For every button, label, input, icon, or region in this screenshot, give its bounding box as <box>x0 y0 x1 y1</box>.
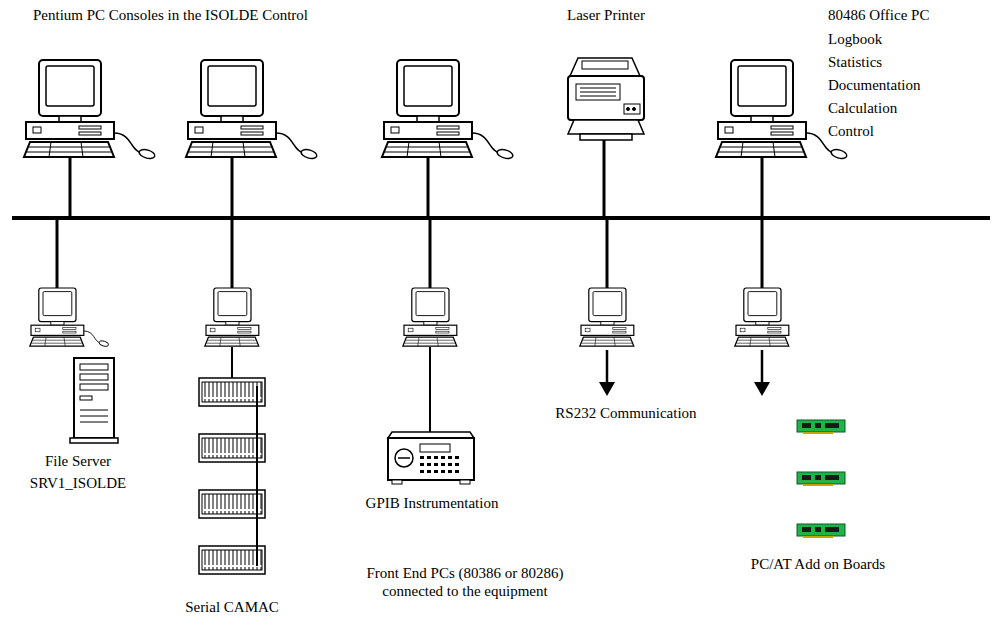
console-pc <box>24 60 514 160</box>
text-label: SRV1_ISOLDE <box>30 474 126 492</box>
text-label: Statistics <box>828 53 882 71</box>
text-label: Documentation <box>828 76 920 94</box>
text-label: Calculation <box>828 99 897 117</box>
camac-crates <box>199 347 265 574</box>
file-server <box>30 288 118 443</box>
office-pc <box>716 60 848 160</box>
text-label: Front End PCs (80386 or 80286) connected… <box>340 564 590 600</box>
text-label: PC/AT Add on Boards <box>751 555 885 573</box>
network-bus <box>12 216 990 220</box>
text-label: Serial CAMAC <box>185 598 279 616</box>
text-label: Control <box>828 122 874 140</box>
bus-drops <box>57 140 762 288</box>
text-label: File Server <box>45 452 111 470</box>
front-end-pc <box>205 288 789 346</box>
text-label: GPIB Instrumentation <box>366 494 499 512</box>
text-label: RS232 Communication <box>555 404 696 422</box>
text-label: Laser Printer <box>567 6 645 24</box>
gpib-instrument <box>388 347 474 484</box>
text-label: Pentium PC Consoles in the ISOLDE Contro… <box>33 6 308 24</box>
rs232-arrow <box>599 350 615 396</box>
text-label: Logbook <box>828 30 882 48</box>
add-on-boards <box>754 350 845 538</box>
text-label: 80486 Office PC <box>828 6 929 24</box>
laser-printer <box>568 58 644 140</box>
